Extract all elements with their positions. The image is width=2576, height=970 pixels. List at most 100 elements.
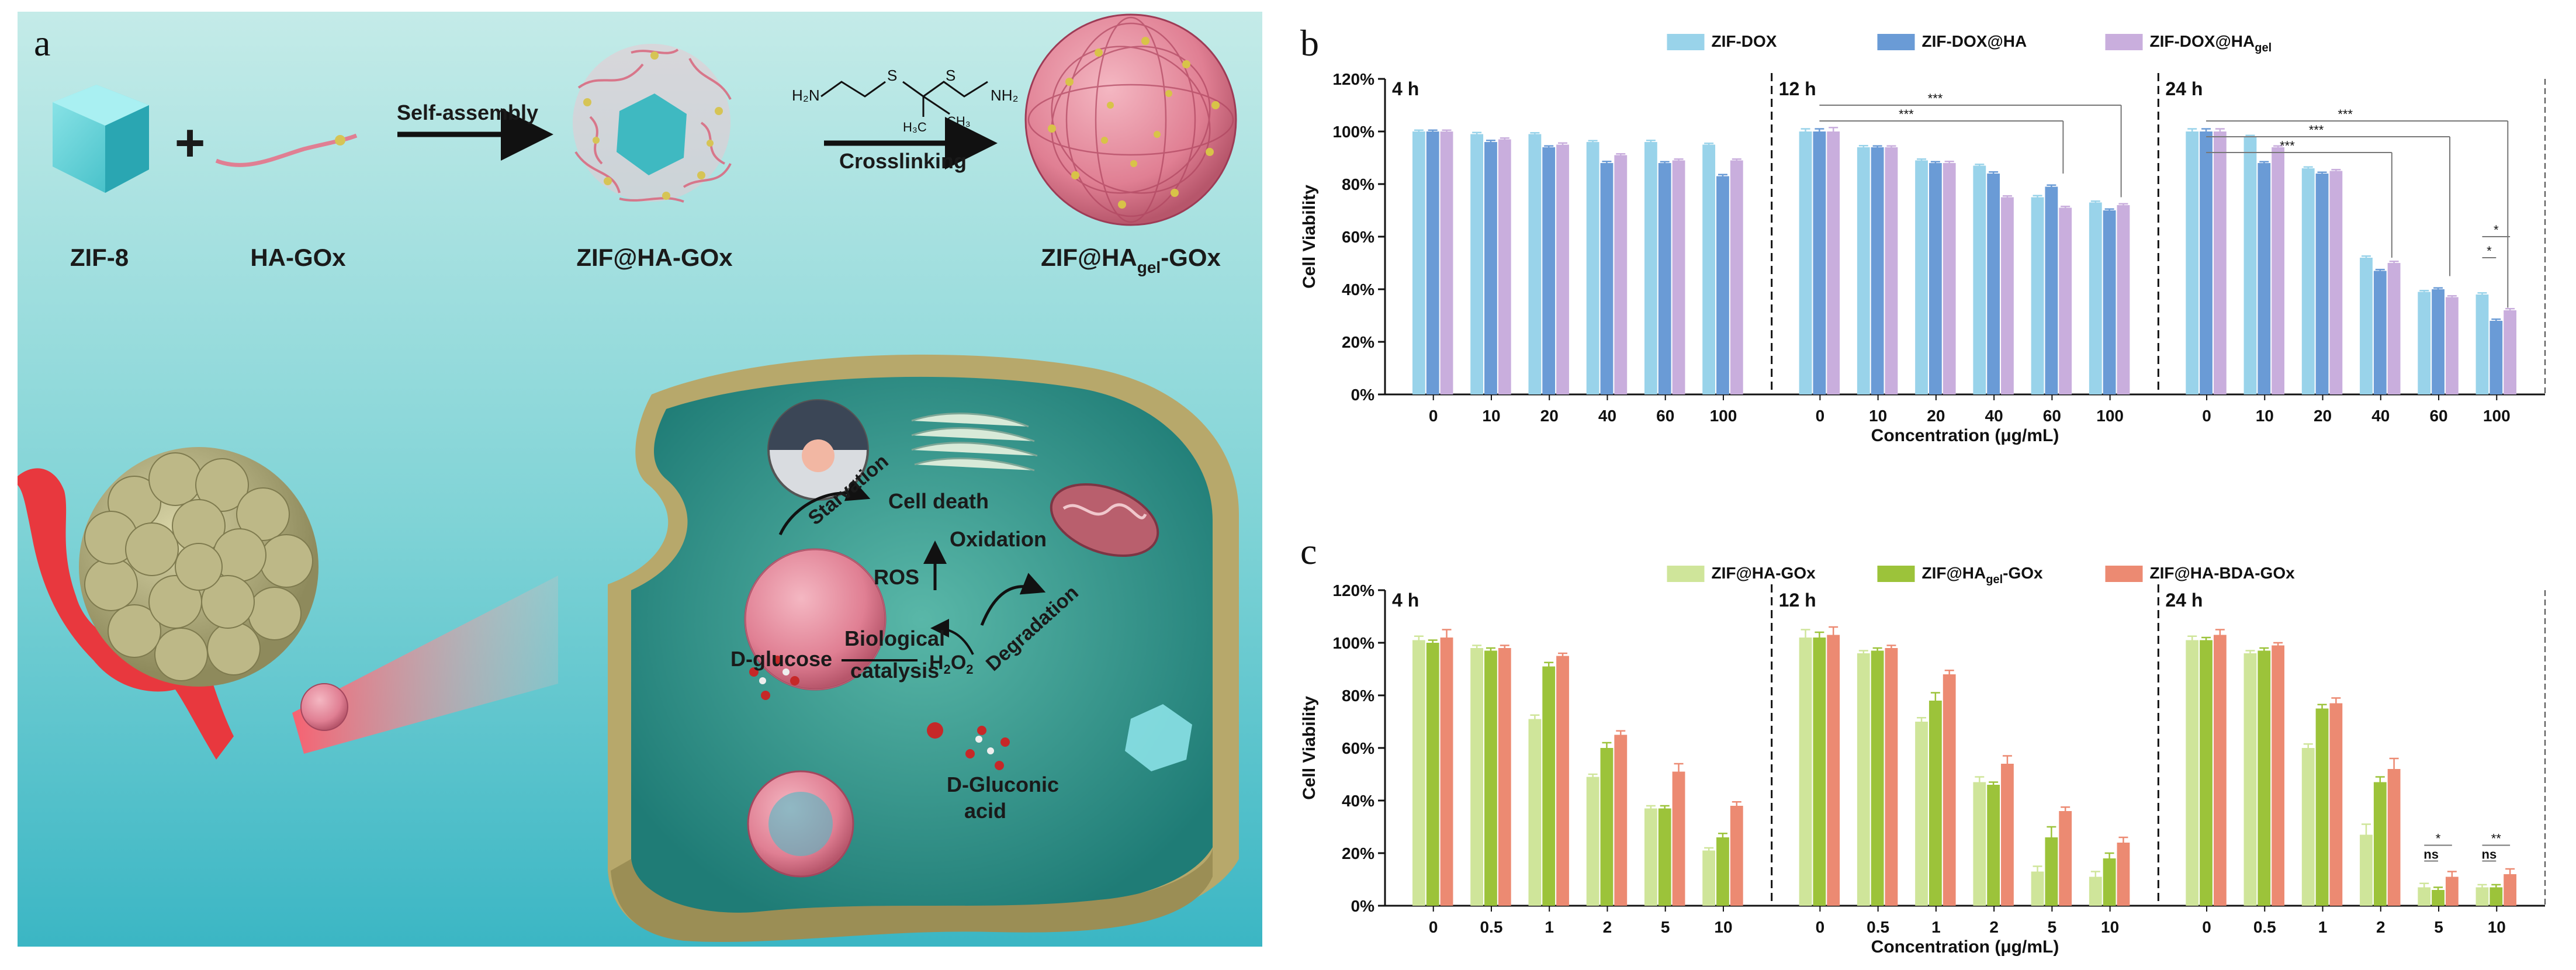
gox-enzyme-icon [335, 135, 345, 146]
bar [2200, 131, 2213, 394]
y-axis-label: Cell Viability [1300, 696, 1319, 800]
bar [2045, 837, 2058, 906]
bar [1586, 142, 1599, 394]
bar [2315, 708, 2329, 906]
legend-label: ZIF-DOX@HAgel [2150, 32, 2272, 54]
tumor-icon [18, 447, 318, 760]
bar [1614, 735, 1628, 906]
panel-label-c: c [1300, 531, 1317, 572]
x-tick-label: 100 [1710, 407, 1737, 425]
bar [2329, 171, 2343, 394]
x-tick-label: 0 [1816, 918, 1825, 936]
bar [2315, 174, 2329, 394]
bar [2258, 163, 2271, 394]
bar [2432, 890, 2445, 906]
bar [1871, 650, 1884, 906]
x-tick-label: 5 [2048, 918, 2057, 936]
x-tick-label: 10 [2256, 407, 2274, 425]
light-beam-icon [292, 576, 558, 754]
x-tick-label: 60 [2429, 407, 2447, 425]
crosslinker-h3c: H₃C [903, 120, 927, 134]
x-tick-label: 1 [1931, 918, 1941, 936]
legend-swatch [2105, 34, 2143, 50]
bar [1658, 163, 1671, 394]
legend-swatch [1667, 566, 1705, 582]
bar [2504, 310, 2517, 394]
x-tick-label: 1 [1545, 918, 1554, 936]
bar [2089, 202, 2102, 394]
x-tick-label: 0 [1429, 407, 1438, 425]
x-tick-label: 10 [1869, 407, 1887, 425]
y-tick-label: 100% [1332, 123, 1374, 141]
x-axis-label: Concentration (μg/mL) [1871, 937, 2059, 957]
bar [1943, 674, 1956, 906]
y-tick-label: 20% [1342, 333, 1374, 351]
crosslinker-h2n-left: H₂N [792, 86, 820, 104]
zif-ha-gox-particle-icon [573, 44, 732, 203]
legend-label: ZIF-DOX [1712, 32, 1777, 50]
bar [1813, 638, 1826, 906]
bar [2059, 207, 2072, 394]
crosslinker-s-left: S [887, 67, 897, 84]
bar [1440, 638, 1453, 906]
bar [2418, 292, 2431, 394]
bar [1484, 650, 1497, 906]
bar [1644, 808, 1657, 906]
y-tick-label: 40% [1342, 280, 1374, 299]
y-axis-label: Cell Viability [1300, 185, 1319, 289]
x-tick-label: 0 [2202, 407, 2211, 425]
x-tick-label: 100 [2096, 407, 2124, 425]
bar [2059, 811, 2072, 906]
bar [2001, 764, 2014, 906]
bar [1600, 748, 1614, 906]
bar [1498, 139, 1511, 394]
bar [1943, 163, 1956, 394]
bar [1542, 666, 1556, 906]
crosslinker-nh2-right: NH₂ [991, 86, 1019, 104]
bar [1470, 648, 1484, 906]
bar [1827, 635, 1840, 906]
group-label: 4 h [1392, 590, 1419, 611]
biological-label: Biological [844, 626, 945, 650]
x-tick-label: 40 [1985, 407, 2003, 425]
bar [1871, 147, 1884, 394]
x-tick-label: 0.5 [1480, 918, 1502, 936]
y-tick-label: 20% [1342, 844, 1374, 862]
d-glucose-label: D-glucose [730, 647, 832, 671]
x-tick-label: 5 [2434, 918, 2443, 936]
sig-star: * [2494, 223, 2499, 237]
bar [1928, 701, 1942, 906]
bar [1730, 806, 1743, 906]
bar [1528, 719, 1542, 906]
schematic-panel-a: a ZIF-8 + HA-GOx Self-assembly [18, 12, 1262, 947]
bar [1827, 131, 1840, 394]
bar [1973, 782, 1986, 906]
x-tick-label: 10 [1714, 918, 1732, 936]
bar [2258, 650, 2271, 906]
sig-star: ** [2491, 832, 2502, 846]
bar [2213, 131, 2227, 394]
bar [1586, 777, 1599, 906]
x-tick-label: 0 [1429, 918, 1438, 936]
bar [1672, 160, 1685, 394]
bar [1528, 134, 1542, 394]
bar [2445, 877, 2459, 906]
x-tick-label: 10 [1482, 407, 1500, 425]
sig-star: *** [1928, 91, 1943, 106]
legend-label: ZIF@HA-GOx [1712, 564, 1816, 582]
bar [2243, 137, 2257, 394]
y-tick-label: 80% [1342, 687, 1374, 705]
zif-ha-gox-label: ZIF@HA-GOx [576, 244, 733, 271]
bar [2490, 321, 2503, 394]
sig-star: *** [2280, 138, 2295, 153]
bar [2301, 748, 2315, 906]
sig-star: *** [2338, 107, 2353, 122]
x-tick-label: 0 [1816, 407, 1825, 425]
group-label: 24 h [2165, 590, 2203, 611]
sig-ns: ns [2482, 847, 2497, 862]
bar [1440, 131, 1453, 394]
y-tick-label: 120% [1332, 70, 1374, 88]
bar [1716, 837, 1729, 906]
x-tick-label: 0 [2202, 918, 2211, 936]
